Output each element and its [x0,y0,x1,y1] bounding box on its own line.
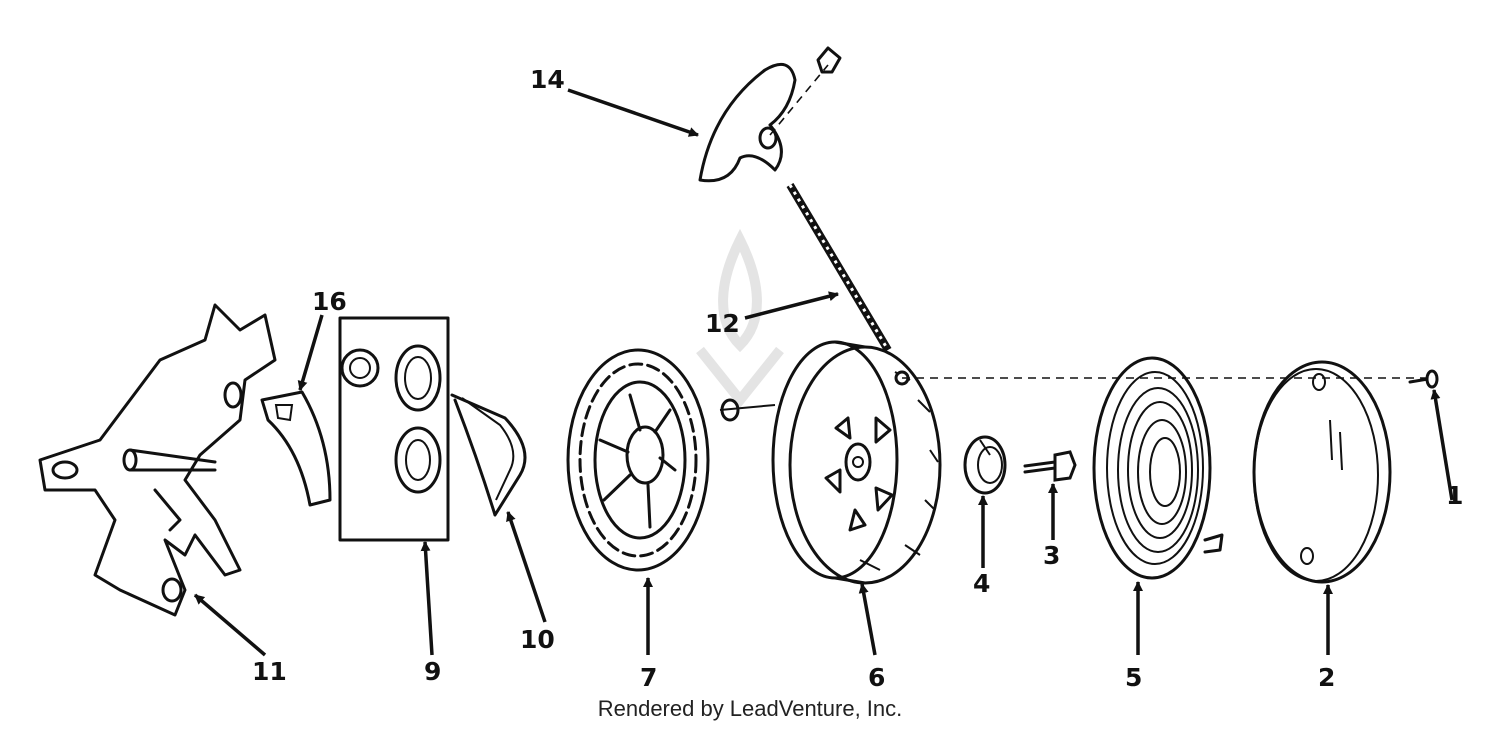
label-part-11: 11 [252,657,287,686]
alignment-line [769,64,829,136]
label-part-2: 2 [1318,663,1335,692]
pulley-part-6 [719,340,942,585]
label-part-1: 1 [1446,481,1463,510]
bolt-part-3 [1023,450,1077,482]
label-part-7: 7 [640,663,657,692]
leader-lines [193,88,1454,657]
plate-part-9 [338,316,450,542]
screw-part-1 [1408,369,1439,389]
label-part-6: 6 [868,663,885,692]
starter-rope-part-12 [786,182,892,353]
bushing-part-4 [963,435,1007,495]
label-part-5: 5 [1125,663,1142,692]
label-part-12: 12 [705,309,740,338]
spring-clip-part-10 [450,393,527,517]
label-part-14: 14 [530,65,565,94]
recoil-spring-part-5 [1092,356,1224,580]
label-part-9: 9 [424,657,441,686]
label-part-10: 10 [520,625,555,654]
label-part-16: 16 [312,287,347,316]
spacer-part-16 [260,390,332,507]
cover-part-2 [1252,360,1392,584]
label-part-4: 4 [973,569,990,598]
gear-part-7 [566,348,710,572]
watermark-logo [696,228,784,409]
label-part-3: 3 [1043,541,1060,570]
credit-text: Rendered by LeadVenture, Inc. [597,696,903,721]
rope-handle-part-14 [698,46,842,183]
part-labels: 1 2 3 4 5 6 7 9 10 11 12 14 16 [252,65,1463,692]
bracket-part-11 [38,303,277,617]
